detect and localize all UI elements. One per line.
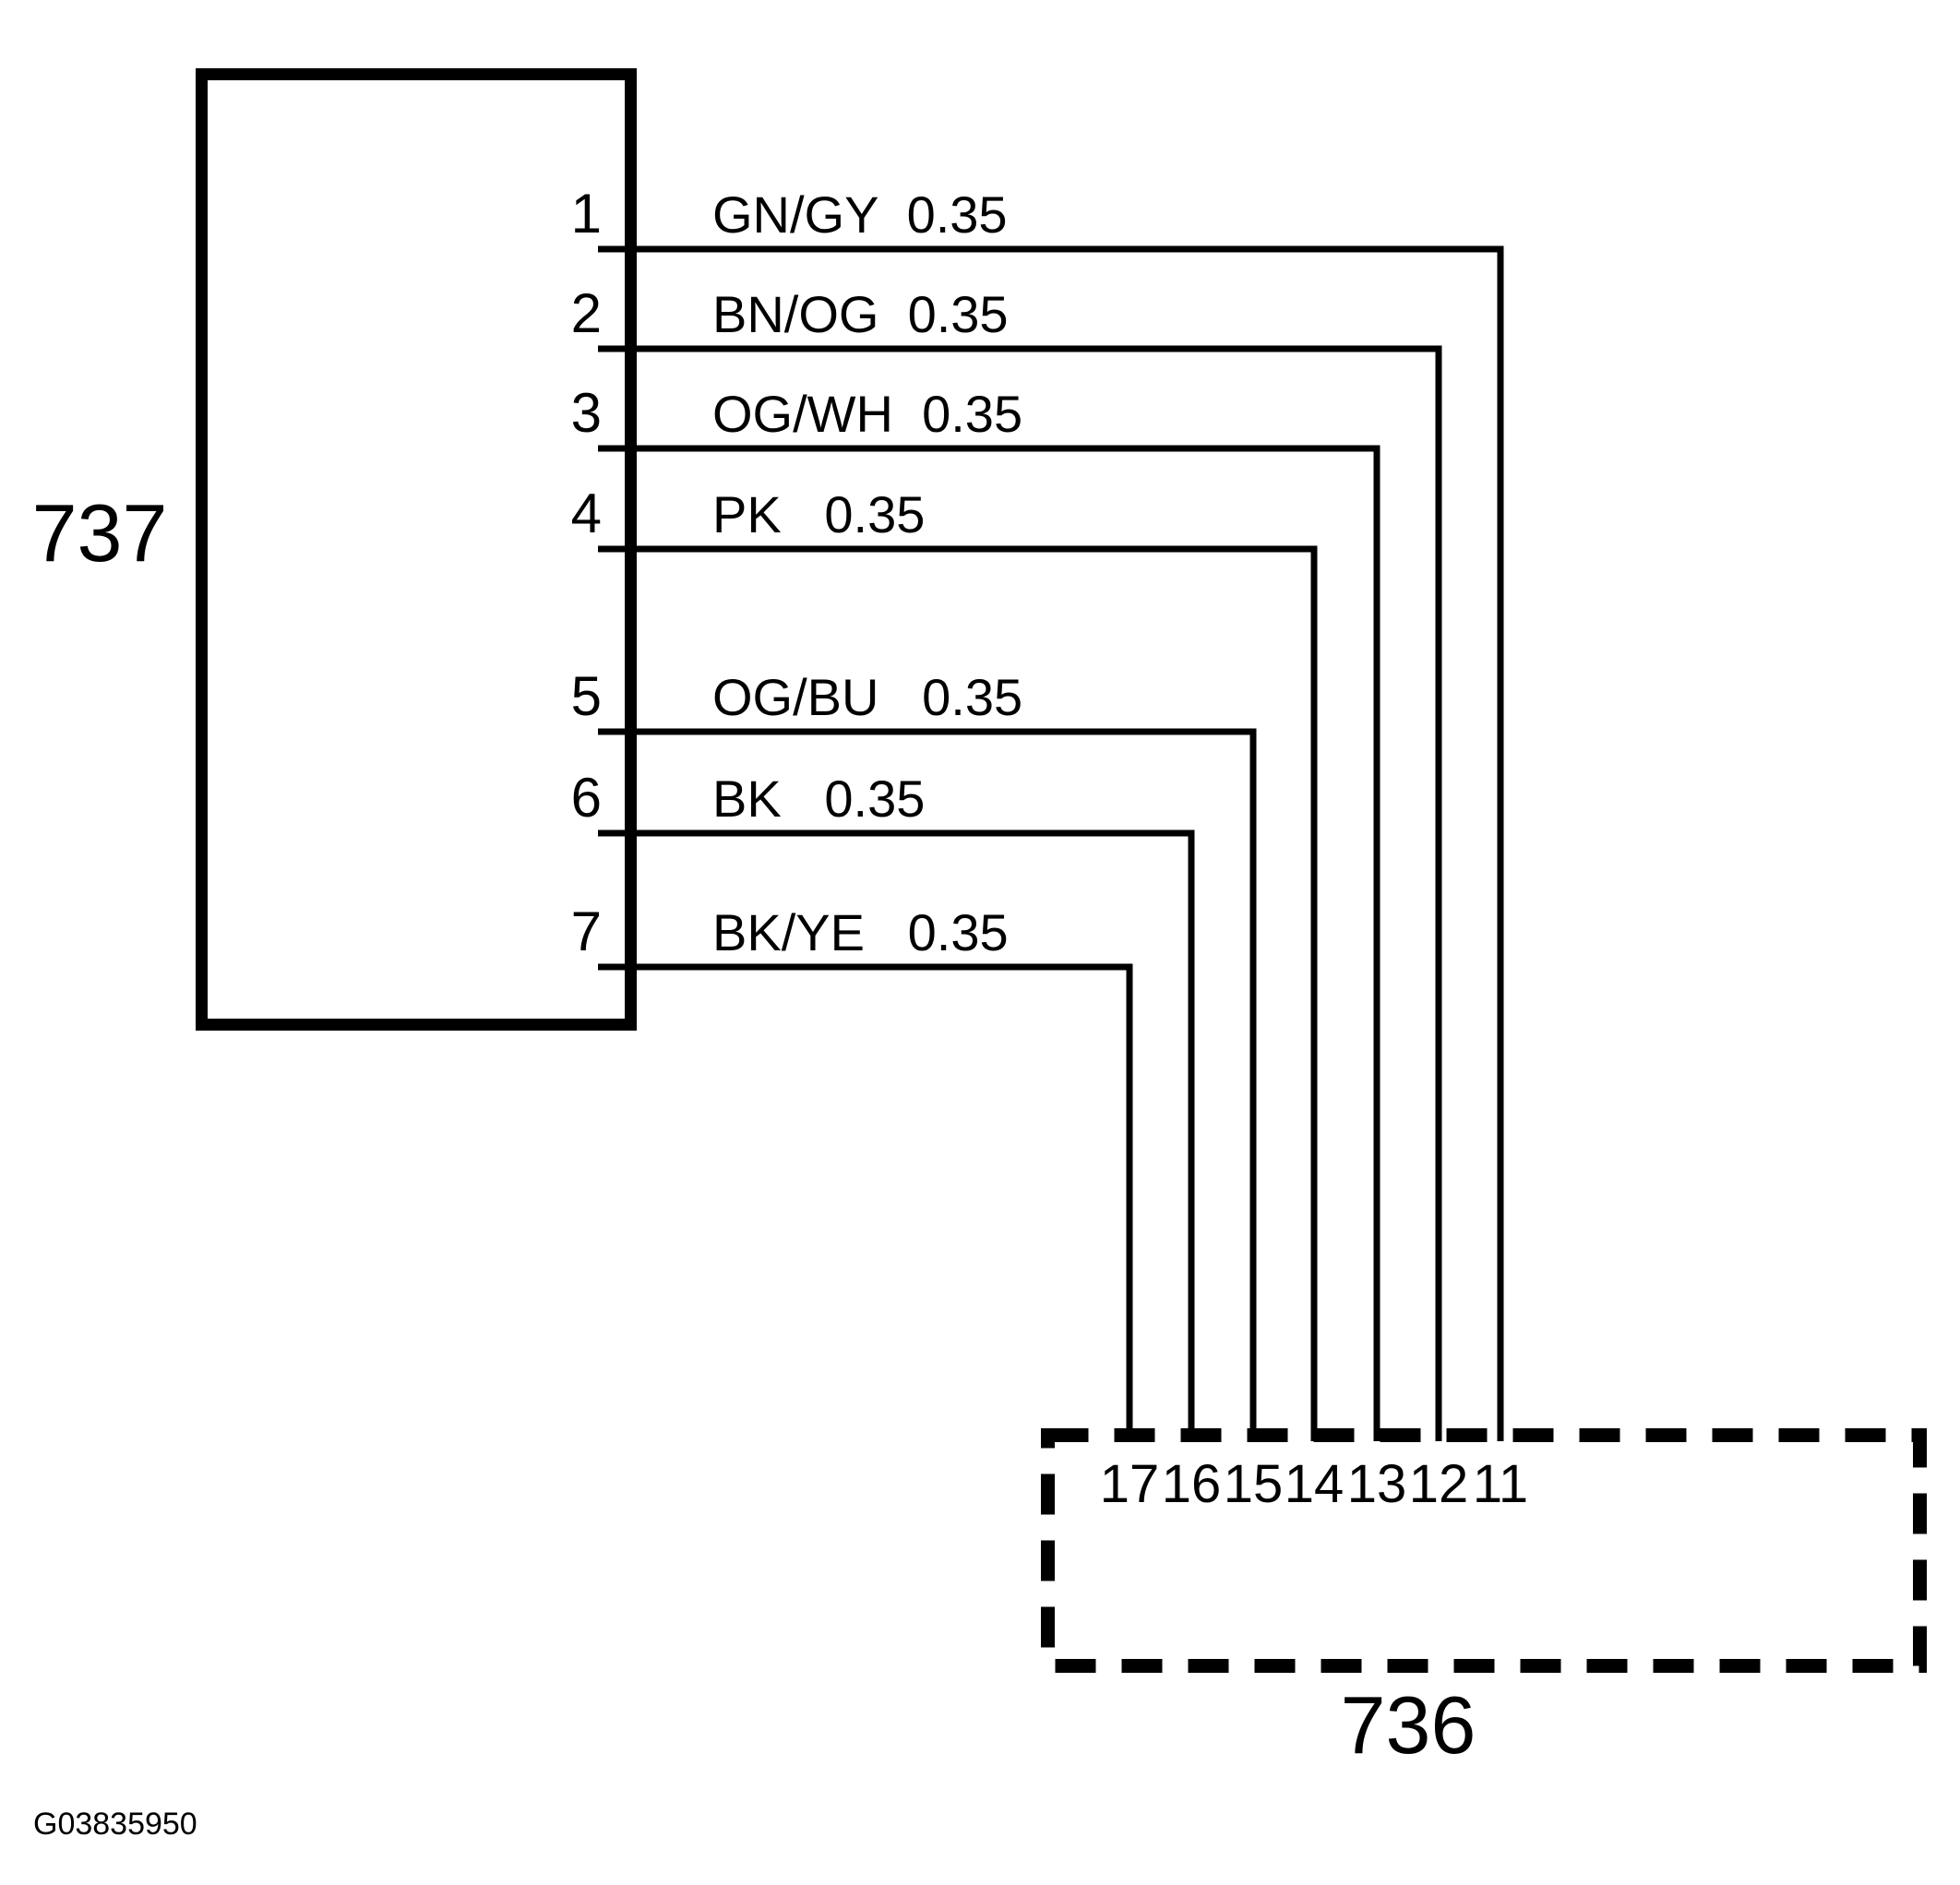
pin-number-737-1: 1 (571, 183, 602, 245)
pin-number-737-7: 7 (571, 901, 602, 962)
pin-number-737-4: 4 (571, 483, 602, 544)
pin-number-737-6: 6 (571, 767, 602, 829)
wire-path-4-to-14[interactable] (607, 545, 1318, 1441)
connector-box-736[interactable] (1041, 1428, 1927, 1673)
connector-id-736: 736 (1341, 1679, 1476, 1771)
wire-path-2-to-12[interactable] (607, 345, 1442, 1441)
pin-number-736-11: 11 (1473, 1454, 1528, 1514)
wire-label-6: BK 0.35 (712, 770, 925, 828)
wire-path-1-to-11[interactable] (607, 245, 1504, 1441)
pin-number-737-2: 2 (571, 282, 602, 344)
pin-number-736-17: 17 (1100, 1454, 1160, 1514)
wire-path-5-to-15[interactable] (607, 728, 1257, 1441)
footer-drawing-id: G03835950 (33, 1807, 197, 1842)
wire-label-7: BK/YE 0.35 (712, 903, 1009, 961)
pin-number-736-13: 13 (1347, 1454, 1407, 1514)
wire-label-4: PK 0.35 (712, 485, 925, 543)
wire-path-3-to-13[interactable] (607, 445, 1380, 1441)
wire-label-2: BN/OG 0.35 (712, 285, 1009, 343)
pin-number-737-3: 3 (571, 382, 602, 444)
wire-label-3: OG/WH 0.35 (712, 385, 1022, 443)
wire-path-6-to-16[interactable] (607, 829, 1195, 1441)
wire-label-5: OG/BU 0.35 (712, 668, 1022, 726)
component-id-737: 737 (32, 487, 168, 579)
pin-number-737-5: 5 (571, 665, 602, 727)
wire-label-1: GN/GY 0.35 (712, 185, 1008, 244)
component-box-737[interactable] (196, 68, 637, 1031)
pin-number-736-15: 15 (1224, 1454, 1284, 1514)
pin-number-736-16: 16 (1162, 1454, 1222, 1514)
wire-path-7-to-17[interactable] (607, 963, 1133, 1441)
pin-number-736-14: 14 (1285, 1454, 1345, 1514)
pin-number-736-12: 12 (1409, 1454, 1469, 1514)
